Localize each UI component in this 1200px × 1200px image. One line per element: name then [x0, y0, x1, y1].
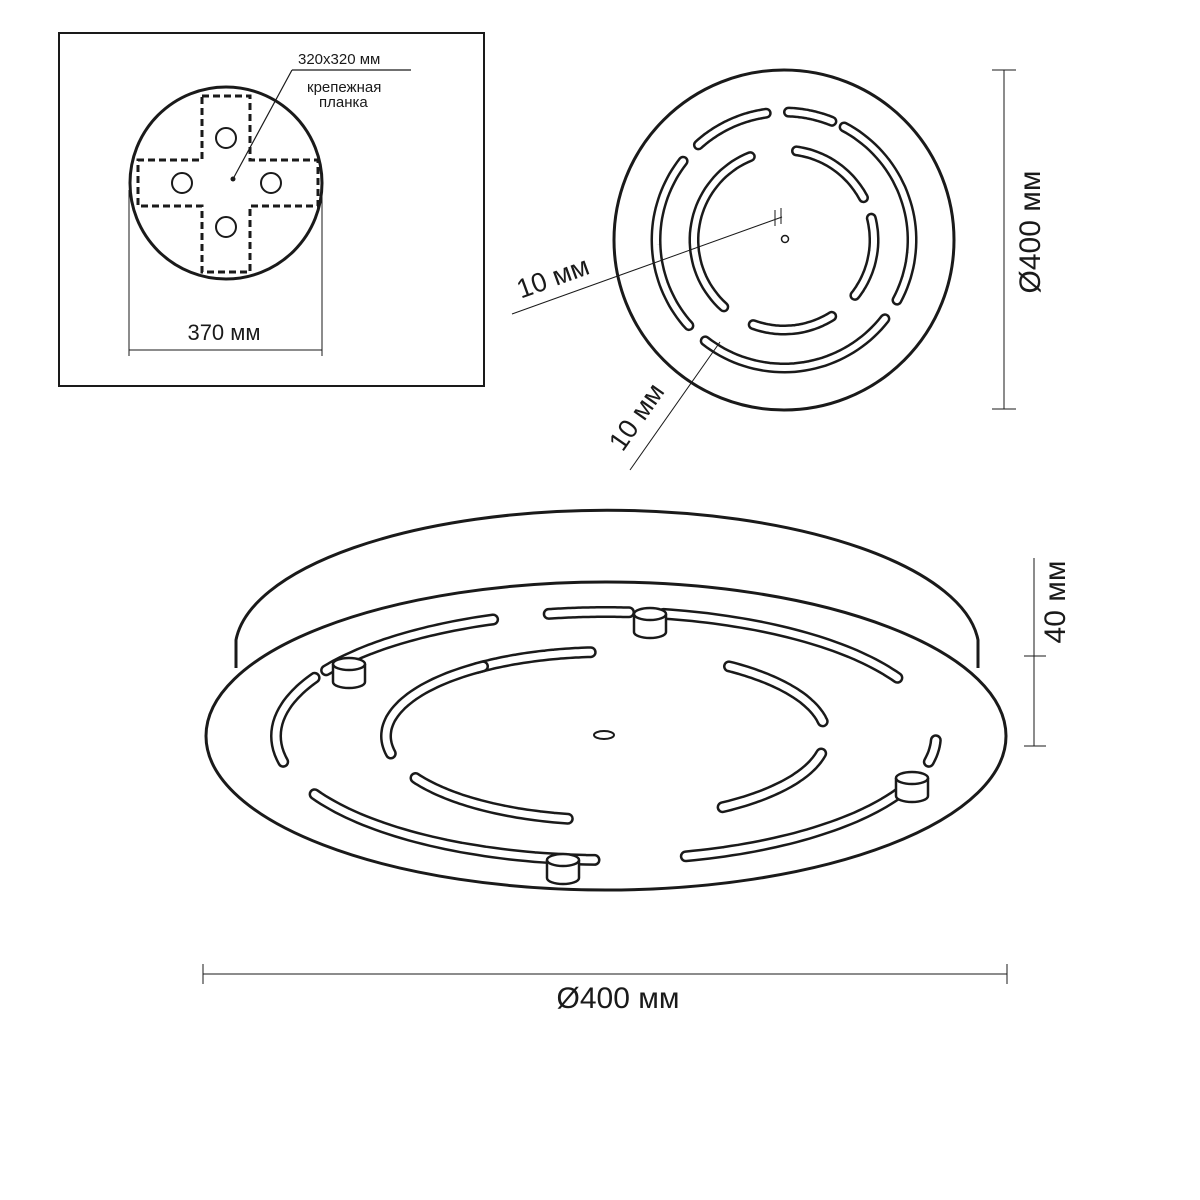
arc-slot-inner — [311, 790, 598, 864]
arc-slot-inner — [691, 153, 754, 310]
arc-slot-inner — [785, 109, 835, 125]
gap-label: 10 мм — [603, 378, 670, 456]
height-label: 40 мм — [1039, 561, 1072, 644]
mounting-peg — [632, 606, 668, 640]
mounting-peg — [331, 656, 367, 690]
bracket-hole-top — [215, 127, 237, 149]
mounting-peg — [894, 770, 930, 804]
arc-slot-inner — [652, 158, 692, 329]
bracket-label-line2: планка — [319, 94, 368, 111]
arc-slot-inner — [659, 610, 901, 682]
arc-slot-inner — [841, 124, 915, 304]
bracket-hole-left — [171, 172, 193, 194]
base-front-plate — [204, 580, 1008, 892]
bracket-hole-bottom — [215, 216, 237, 238]
plate-size-label: 320x320 мм — [298, 51, 380, 68]
arc-slot-inner — [793, 147, 867, 201]
arc-slot-inner — [702, 315, 888, 372]
arc-slot-inner — [719, 750, 825, 811]
bracket-label-line1: крепежная — [307, 79, 381, 96]
base-back-rim — [234, 508, 980, 668]
inset-panel: 320x320 мм крепежная планка 370 мм — [58, 32, 485, 387]
arc-slot-inner — [695, 110, 770, 148]
top-view-slots — [650, 106, 918, 374]
top-view-center-hole — [780, 234, 790, 244]
arc-slot-inner — [851, 215, 877, 299]
arc-slot-inner — [272, 674, 319, 766]
slot-dimension-line — [511, 216, 783, 315]
top-view: 10 мм 10 мм Ø400 мм — [511, 68, 1047, 471]
perspective-slots — [269, 606, 942, 866]
top-view-outer-circle — [612, 68, 956, 412]
arc-slot-inner — [412, 774, 572, 823]
bracket-hole-right — [260, 172, 282, 194]
mounting-peg — [545, 852, 581, 886]
inset-frame — [58, 32, 485, 387]
perspective-view: 40 мм Ø400 мм — [202, 508, 1072, 1015]
base-diameter-label: Ø400 мм — [557, 982, 680, 1015]
slot-width-label: 10 мм — [513, 251, 593, 305]
mounting-bracket-cross — [136, 94, 320, 274]
inset-base-circle — [128, 85, 324, 281]
top-diameter-label: Ø400 мм — [1014, 171, 1047, 294]
perspective-center-hole — [593, 730, 615, 740]
arc-slot-inner — [725, 662, 827, 725]
arc-slot — [791, 145, 869, 204]
arc-slot-inner — [382, 662, 487, 757]
arc-slot-inner — [473, 648, 595, 672]
arc-slot-inner — [925, 736, 940, 766]
arc-slot-inner — [750, 313, 835, 333]
inset-width-label: 370 мм — [187, 320, 260, 345]
arc-slot-inner — [682, 774, 920, 860]
bracket-leader-line — [232, 69, 293, 180]
gap-dimension-line — [629, 341, 721, 471]
arc-slot-inner — [545, 608, 633, 618]
